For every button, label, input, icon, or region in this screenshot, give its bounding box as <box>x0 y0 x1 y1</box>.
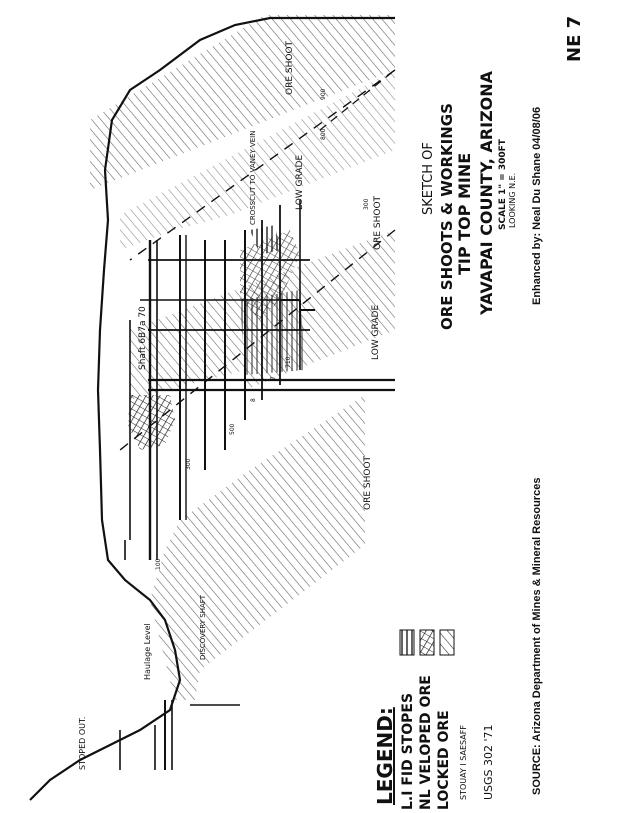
legend-item-1: L.I FID STOPES <box>400 693 416 810</box>
enhanced-credit: Enhanced by: Neal Du Shane 04/08/06 <box>531 107 543 305</box>
level-100-label: 100 <box>155 558 162 570</box>
legend-note: STOUAY I SAESAFF <box>459 725 468 800</box>
level-300-label: 300 <box>185 458 192 470</box>
level-500-label: 500 <box>229 423 236 435</box>
ore-band-top <box>90 15 395 190</box>
stoped-out-label: STOPED OUT. <box>78 717 87 770</box>
level-7-label: 7 <box>270 376 277 380</box>
haulage-level-label: Haulage Level <box>143 623 152 680</box>
legend-item-2: NL VELOPED ORE <box>418 675 434 810</box>
legend-ref: USGS 302 '71 <box>482 724 495 800</box>
title-line-3: TIP TOP MINE <box>455 153 474 275</box>
orientation-label: NE 7 <box>564 16 585 62</box>
surface-profile <box>29 16 395 801</box>
developed-ore-patch-1 <box>128 395 175 450</box>
legend-swatch-3 <box>439 629 455 656</box>
level-300b-label: 300 <box>363 198 370 210</box>
ore-band-upper-mid <box>120 70 395 250</box>
developed-ore-patch-4 <box>240 290 305 375</box>
level-710-label: 710 <box>285 356 292 368</box>
level-8-label: 8 <box>250 398 257 402</box>
crosscut-label: CROSSCUT TO VANEY VEIN <box>249 131 257 225</box>
legend-heading: LEGEND: <box>373 707 397 805</box>
ore-shoot-label-mid: ORE SHOOT <box>373 195 383 250</box>
title-line-4: YAVAPAI COUNTY, ARIZONA <box>477 70 496 316</box>
legend-swatch-1 <box>399 629 415 656</box>
scale-label: SCALE 1" = 300FT <box>498 138 508 230</box>
ore-shoot-label-top: ORE SHOOT <box>285 40 295 95</box>
ore-band-lower <box>150 395 365 700</box>
level-800-label: 800 <box>320 128 327 140</box>
title-line-1: SKETCH OF <box>421 142 436 215</box>
source-credit: SOURCE: Arizona Department of Mines & Mi… <box>531 478 543 795</box>
discovery-shaft-label: DISCOVERY SHAFT <box>199 594 207 660</box>
title-line-2: ORE SHOOTS & WORKINGS <box>438 103 456 330</box>
legend-item-3: LOCKED ORE <box>436 710 452 810</box>
vein-dashed-3 <box>319 69 396 131</box>
vein-dashed-2 <box>129 69 396 261</box>
legend-swatch-2 <box>419 629 435 656</box>
level-900-label: 900 <box>320 88 327 100</box>
ore-shoot-label-bottom: ORE SHOOT <box>363 455 373 510</box>
developed-ore-patch-3 <box>250 225 280 255</box>
low-grade-label-mid: LOW GRADE <box>371 305 381 360</box>
low-grade-label-top: LOW GRADE <box>295 155 305 210</box>
looking-label: LOOKING N.E. <box>508 173 517 228</box>
vein-dashed-1 <box>119 229 396 451</box>
shaft-label: Shaft 6B7a 70 <box>138 306 148 370</box>
